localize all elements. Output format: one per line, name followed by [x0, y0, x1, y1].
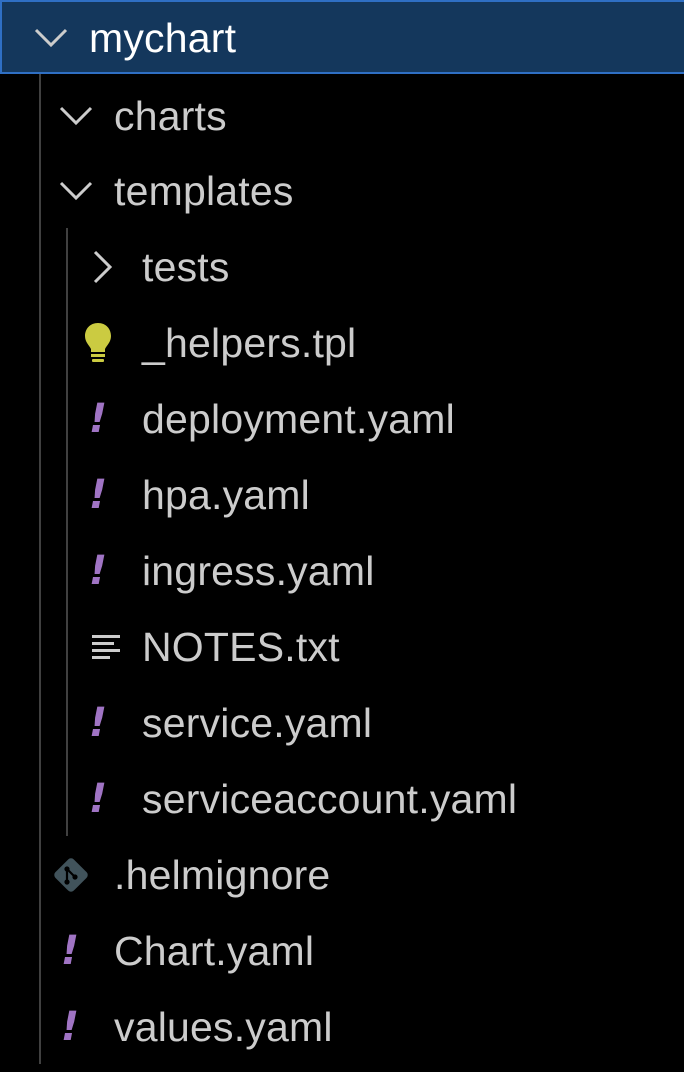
folder-label: templates [114, 168, 294, 214]
tree-item-charts[interactable]: charts [0, 78, 684, 154]
tree-item-templates[interactable]: templates [0, 153, 684, 229]
file-label: deployment.yaml [142, 396, 455, 442]
yaml-icon: ! [88, 396, 108, 442]
lightbulb-icon [78, 305, 118, 381]
text-file-icon [86, 609, 126, 685]
yaml-icon: ! [60, 1004, 80, 1050]
tree-item-deployment-yaml[interactable]: ! deployment.yaml [0, 381, 684, 457]
file-label: _helpers.tpl [142, 320, 357, 366]
yaml-icon: ! [88, 700, 108, 746]
file-label: .helmignore [114, 852, 331, 898]
folder-label: tests [142, 244, 230, 290]
chevron-right-icon[interactable] [93, 229, 113, 305]
folder-label: mychart [89, 15, 237, 61]
file-label: Chart.yaml [114, 928, 315, 974]
tree-item-mychart[interactable]: mychart [0, 0, 684, 74]
file-label: serviceaccount.yaml [142, 776, 518, 822]
indent-guide [66, 228, 68, 836]
git-icon [51, 837, 91, 913]
indent-guide [39, 74, 41, 1064]
file-label: NOTES.txt [142, 624, 340, 670]
chevron-down-icon[interactable] [34, 2, 68, 74]
file-label: values.yaml [114, 1004, 333, 1050]
tree-item-notes-txt[interactable]: NOTES.txt [0, 609, 684, 685]
file-label: ingress.yaml [142, 548, 375, 594]
yaml-icon: ! [88, 548, 108, 594]
tree-item-serviceaccount-yaml[interactable]: ! serviceaccount.yaml [0, 761, 684, 837]
tree-item-ingress-yaml[interactable]: ! ingress.yaml [0, 533, 684, 609]
chevron-down-icon[interactable] [59, 153, 93, 229]
yaml-icon: ! [88, 776, 108, 822]
yaml-icon: ! [60, 928, 80, 974]
yaml-icon: ! [88, 472, 108, 518]
folder-label: charts [114, 93, 227, 139]
tree-item-values-yaml[interactable]: ! values.yaml [0, 989, 684, 1065]
file-label: service.yaml [142, 700, 373, 746]
tree-item-hpa-yaml[interactable]: ! hpa.yaml [0, 457, 684, 533]
tree-item-chart-yaml[interactable]: ! Chart.yaml [0, 913, 684, 989]
chevron-down-icon[interactable] [59, 78, 93, 154]
tree-item-helpers-tpl[interactable]: _helpers.tpl [0, 305, 684, 381]
tree-item-helmignore[interactable]: .helmignore [0, 837, 684, 913]
tree-item-tests[interactable]: tests [0, 229, 684, 305]
file-label: hpa.yaml [142, 472, 310, 518]
tree-item-service-yaml[interactable]: ! service.yaml [0, 685, 684, 761]
